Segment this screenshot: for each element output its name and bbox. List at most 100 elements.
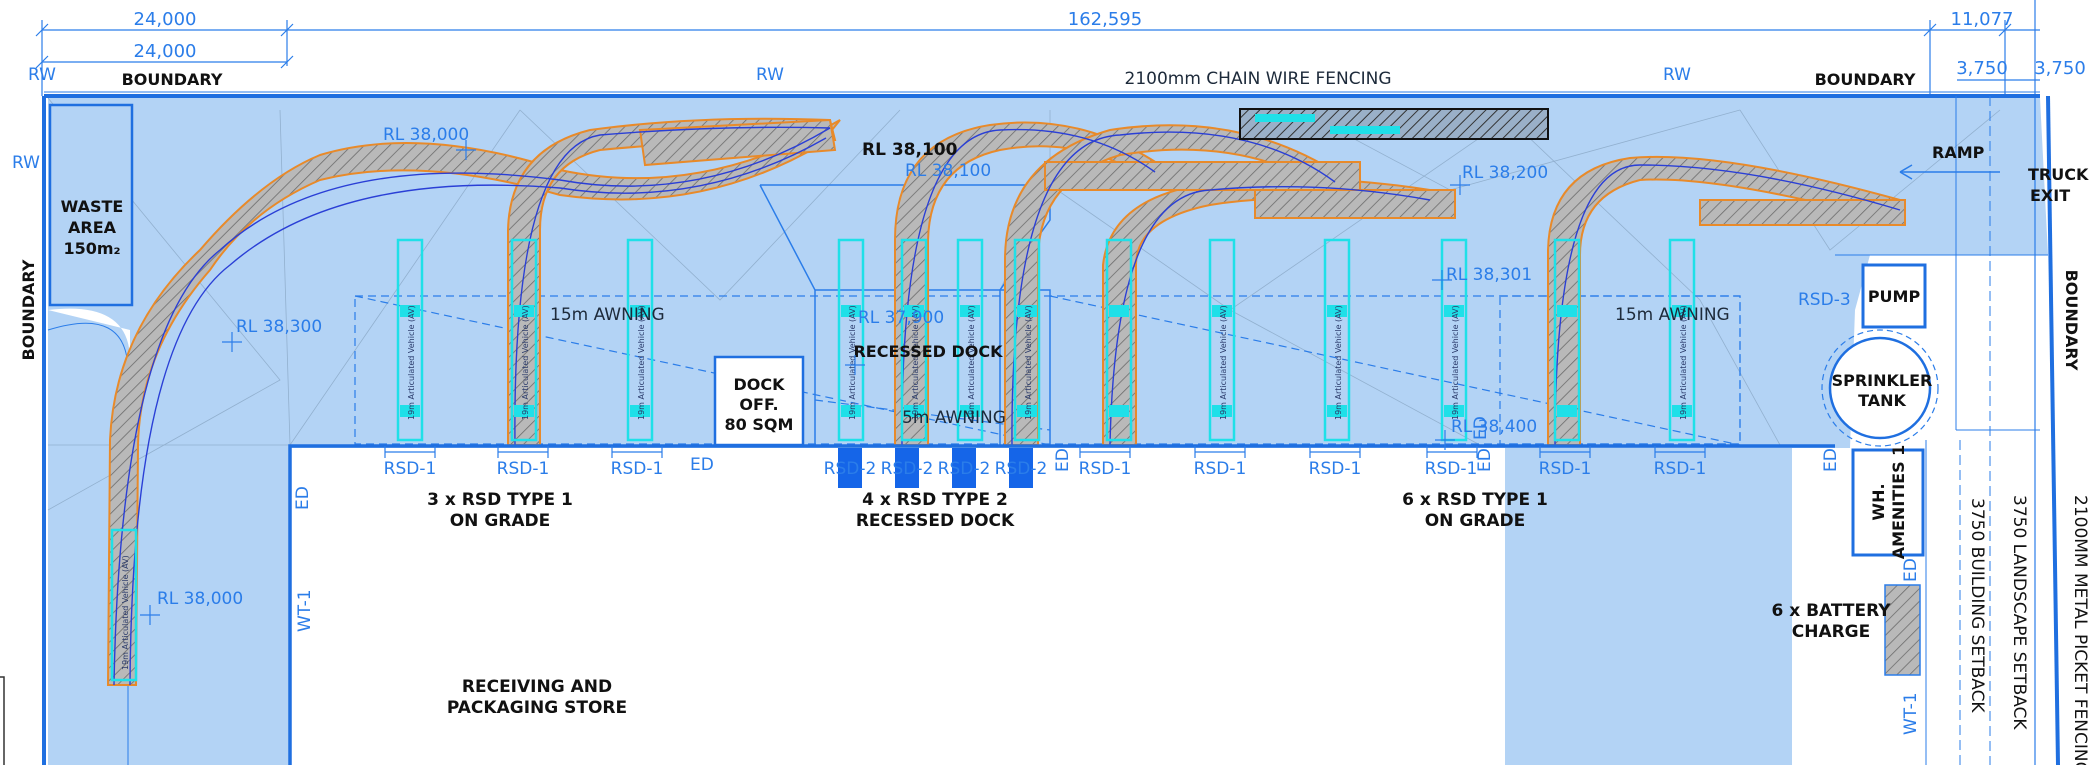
waste-area-label-3: 150m₂ (63, 239, 120, 258)
fence-label: 2100mm CHAIN WIRE FENCING (1125, 69, 1392, 89)
waste-area-label-2: AREA (68, 218, 117, 237)
truck-label-12: 19m Articulated Vehicle (AV) (121, 555, 130, 670)
waste-area-label-1: WASTE (61, 197, 124, 216)
rl-38301: RL 38,301 (1446, 265, 1532, 285)
swept-path-top-3 (1699, 199, 1906, 226)
dimension-lines (35, 0, 2040, 765)
rw-label-1: RW (28, 65, 56, 85)
rsd1-label: RSD-1 (1425, 459, 1478, 479)
wh-amenities-label-2: AMENITIES 1 (1889, 445, 1908, 560)
swept-path-outlines (113, 126, 1901, 686)
rsd1-label: RSD-1 (611, 459, 664, 479)
rsd1-label: RSD-1 (1654, 459, 1707, 479)
wt-label: WT-1 (1901, 692, 1921, 735)
sprinkler-tank (1828, 336, 1932, 440)
receiving-label-1: RECEIVING AND (462, 677, 612, 697)
group-right-label-2: ON GRADE (1425, 511, 1526, 531)
fence-obstruction (1239, 108, 1549, 140)
setback-lines (1835, 96, 2048, 765)
boundary-top-right: BOUNDARY (1815, 70, 1916, 89)
rsd2-labels: RSD-2 RSD-2 RSD-2 RSD-2 (824, 459, 1048, 479)
ed-label: ED (1821, 448, 1841, 472)
rl-37xxx: RL 37,900 (858, 308, 944, 328)
truck-labels: 19m Articulated Vehicle (AV) 19m Articul… (121, 305, 1688, 670)
swept-path-top-1 (1044, 161, 1361, 191)
waste-area (48, 103, 134, 307)
rl-38100: RL 38,100 (905, 161, 991, 181)
awning-right-label: 15m AWNING (1615, 305, 1730, 325)
battery-label-1: 6 x BATTERY (1771, 601, 1891, 621)
rsd1-label: RSD-1 (384, 459, 437, 479)
ed-label: ED (690, 455, 714, 475)
truck-exit-label-1: TRUCK (2028, 165, 2089, 184)
truck-label-2: 19m Articulated Vehicle (AV) (521, 305, 530, 420)
fencing-label: 2100MM METAL PICKET FENCING (2070, 495, 2090, 765)
truck-label-11: 19m Articulated Vehicle (AV) (1679, 305, 1688, 420)
rsd3-label: RSD-3 (1798, 290, 1851, 310)
boundary-top-left: BOUNDARY (122, 70, 223, 89)
battery-charge-area (1884, 584, 1921, 676)
left-landscape-curve (48, 308, 130, 360)
dim-3750-b: 3,750 (2034, 58, 2086, 79)
rl-38100-bold: RL 38,100 (862, 140, 958, 160)
rsd1-label: RSD-1 (1539, 459, 1592, 479)
truck-label-5: 19m Articulated Vehicle (AV) (911, 305, 920, 420)
ramp-arrowhead-icon (1899, 164, 1913, 180)
fence-obstruction-cyan-2 (1330, 126, 1400, 134)
sprinkler-label-2: TANK (1858, 391, 1906, 410)
receiving-label-2: PACKAGING STORE (447, 698, 627, 718)
group-mid-label-1: 4 x RSD TYPE 2 (862, 490, 1008, 510)
rl-38300: RL 38,300 (236, 317, 322, 337)
truck-wheels (400, 305, 1692, 417)
door-marks (384, 446, 1706, 458)
truck-label-7: 19m Articulated Vehicle (AV) (1024, 305, 1033, 420)
sprinkler-label-1: SPRINKLER (1832, 371, 1933, 390)
fence-obstruction-cyan-1 (1255, 114, 1315, 122)
truck-label-8: 19m Articulated Vehicle (AV) (1219, 305, 1228, 420)
ramp-label: RAMP (1932, 143, 1985, 162)
landscape-setback-label: 3750 LANDSCAPE SETBACK (2009, 495, 2029, 730)
dim-11077: 11,077 (1951, 9, 2014, 30)
rw-label-4: RW (12, 153, 40, 173)
group-mid-label-2: RECESSED DOCK (856, 511, 1015, 531)
rl-38400: RL 38,400 (1451, 417, 1537, 437)
dock-office-label-2: OFF. (739, 395, 778, 414)
ed-label: ED (1901, 558, 1921, 582)
building-interior (292, 448, 1505, 765)
dim-162595: 162,595 (1068, 9, 1142, 30)
boundary-right: BOUNDARY (2062, 270, 2081, 371)
recessed-dock-label: RECESSED DOCK (853, 342, 1003, 361)
rsd2-label: RSD-2 (995, 459, 1048, 479)
rsd2-label: RSD-2 (824, 459, 877, 479)
boundary-left: BOUNDARY (19, 259, 38, 360)
pump-room (1861, 263, 1927, 329)
swept-path-top-2 (1254, 189, 1456, 219)
awning-left-label: 15m AWNING (550, 305, 665, 325)
wh-amenities-label-1: WH. (1869, 483, 1888, 520)
recessed-dock-box (815, 289, 1051, 445)
truck-label-4: 19m Articulated Vehicle (AV) (848, 305, 857, 420)
building-setback-label: 3750 BUILDING SETBACK (1967, 498, 1987, 713)
rw-label-2: RW (756, 65, 784, 85)
rsd1-label: RSD-1 (1309, 459, 1362, 479)
rsd1-labels: RSD-1 RSD-1 RSD-1 RSD-1 RSD-1 RSD-1 RSD-… (384, 459, 1707, 479)
rsd1-label: RSD-1 (1194, 459, 1247, 479)
truck-label-1: 19m Articulated Vehicle (AV) (407, 305, 416, 420)
dim-3750-a: 3,750 (1956, 58, 2008, 79)
title-block-edge (0, 676, 5, 765)
dock-office-label-1: DOCK (733, 375, 785, 394)
group-left-label-2: ON GRADE (450, 511, 551, 531)
dim-24000-second: 24,000 (134, 41, 197, 62)
rl-38000-bottom: RL 38,000 (157, 589, 243, 609)
boundary-lines (42, 94, 2060, 765)
rsd2-label: RSD-2 (881, 459, 934, 479)
dock-office-label-3: 80 SQM (725, 415, 794, 434)
dock-office (713, 355, 805, 447)
battery-label-2: CHARGE (1792, 622, 1871, 642)
ed-label: ED (293, 486, 313, 510)
swept-path-top-4 (638, 118, 837, 167)
wh-amenities (1851, 448, 1925, 557)
rsd1-label: RSD-1 (1079, 459, 1132, 479)
truck-label-3: 19m Articulated Vehicle (AV) (637, 305, 646, 420)
